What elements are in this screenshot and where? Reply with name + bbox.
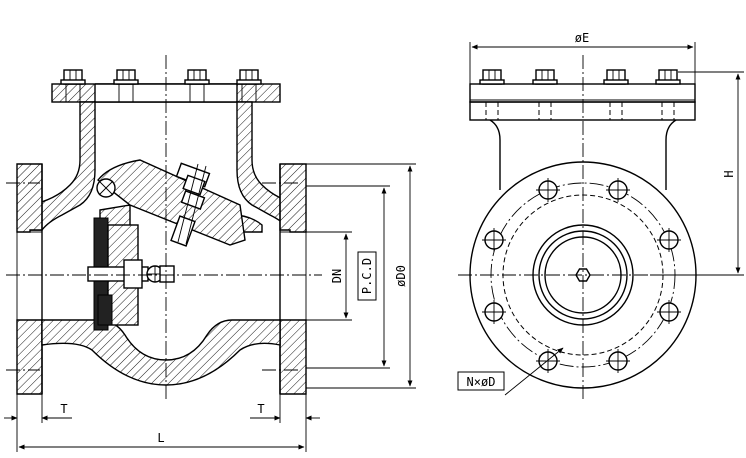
bolt-hole-4 [657, 228, 681, 252]
e-label: øE [575, 31, 589, 45]
bolt-hole-5 [482, 300, 506, 324]
lever-assembly [170, 162, 211, 247]
front-bolt-4 [655, 69, 681, 120]
dim-h: H [650, 71, 744, 276]
h-label: H [722, 170, 736, 177]
front-neck [489, 119, 677, 190]
bolt-hole-7 [536, 349, 560, 373]
front-view: øE H N×øD [457, 31, 744, 400]
bolt-4 [236, 69, 262, 102]
dim-l: L [16, 423, 307, 452]
t-left-label: T [60, 402, 67, 416]
bolt-3 [184, 69, 210, 102]
l-label: L [157, 431, 164, 445]
front-bolt-3 [603, 69, 629, 120]
left-flange [16, 163, 43, 395]
front-bolt-holes [482, 178, 681, 373]
dim-t-right: T [250, 394, 320, 423]
dim-e: øE [469, 31, 696, 84]
bolt-1 [60, 69, 86, 102]
front-bolt-2 [532, 69, 558, 120]
cover-plate [51, 83, 281, 103]
bolt-hole-2 [606, 178, 630, 202]
n-d-label: N×øD [467, 375, 496, 389]
section-view: DN P.C.D øD0 T T [4, 55, 416, 452]
dim-n-d: N×øD [457, 347, 564, 396]
dim-pcd: P.C.D [306, 185, 390, 369]
bolt-2 [113, 69, 139, 102]
t-right-label: T [257, 402, 264, 416]
bolt-hole-3 [482, 228, 506, 252]
bolt-hole-1 [536, 178, 560, 202]
pcd-label: P.C.D [360, 258, 374, 294]
dim-dn: DN [306, 231, 352, 321]
do-label: øD0 [394, 265, 408, 287]
front-bolts [479, 69, 681, 120]
dim-do: øD0 [306, 163, 416, 389]
dim-t-left: T [4, 394, 72, 423]
bolt-hole-6 [657, 300, 681, 324]
front-bolt-1 [479, 69, 505, 120]
body-bottom [41, 319, 281, 386]
bolt-hole-8 [606, 349, 630, 373]
dn-label: DN [330, 269, 344, 283]
disc-assembly [87, 159, 246, 331]
cover-bolts [60, 69, 262, 102]
front-cover [469, 83, 696, 121]
right-flange [279, 163, 307, 395]
